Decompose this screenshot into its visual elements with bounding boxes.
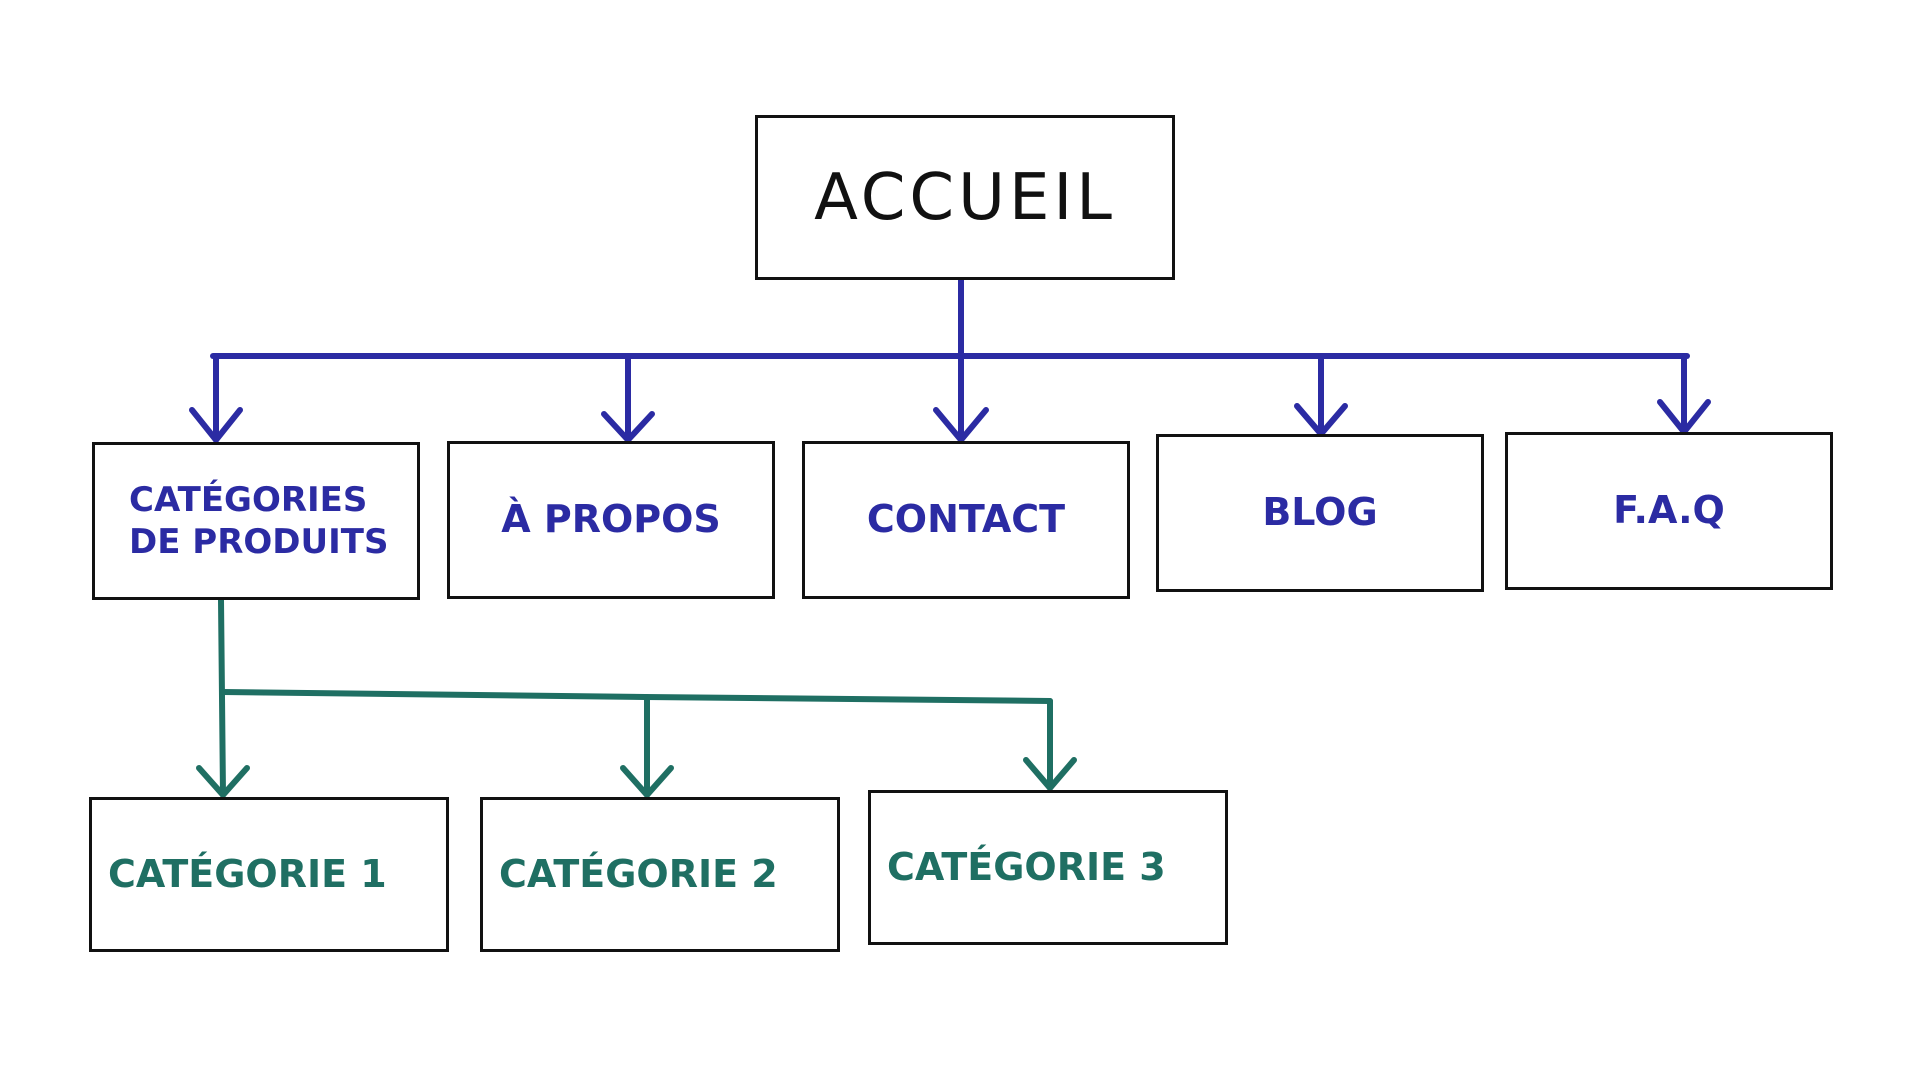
arrowhead-category-3 [1023,757,1077,791]
node-faq: F.A.Q [1505,432,1833,590]
arrowhead-categories [189,407,243,443]
node-contact-label: CONTACT [866,497,1066,542]
node-categorie-1: CATÉGORIE 1 [89,797,449,952]
node-faq-label: F.A.Q [1613,488,1725,533]
node-categorie-2: CATÉGORIE 2 [480,797,840,952]
arrowhead-category-2 [620,765,674,798]
node-categories-produits: CATÉGORIES DE PRODUITS [92,442,420,600]
node-blog: BLOG [1156,434,1484,592]
node-categorie-2-label: CATÉGORIE 2 [499,851,778,896]
node-categorie-1-label: CATÉGORIE 1 [108,851,387,896]
node-contact: CONTACT [802,441,1130,599]
node-a-propos-label: À PROPOS [501,497,721,542]
arrowhead-contact [933,407,989,443]
arrowhead-apropos [601,411,655,443]
root-connectors [189,277,1711,443]
category-trunk-line [218,597,226,798]
arrowhead-category-1 [196,765,250,798]
node-categories-produits-text: CATÉGORIES DE PRODUITS [129,479,388,564]
category-branch-line [220,689,1053,704]
node-categorie-3: CATÉGORIE 3 [868,790,1228,945]
node-categories-produits-label-line1: CATÉGORIES [129,479,368,520]
node-blog-label: BLOG [1262,490,1378,535]
node-accueil-label: ACCUEIL [814,160,1116,235]
category-connectors [196,597,1077,798]
node-accueil: ACCUEIL [755,115,1175,280]
node-categorie-3-label: CATÉGORIE 3 [887,844,1166,889]
node-a-propos: À PROPOS [447,441,775,599]
node-categories-produits-label-line2: DE PRODUITS [129,522,389,562]
